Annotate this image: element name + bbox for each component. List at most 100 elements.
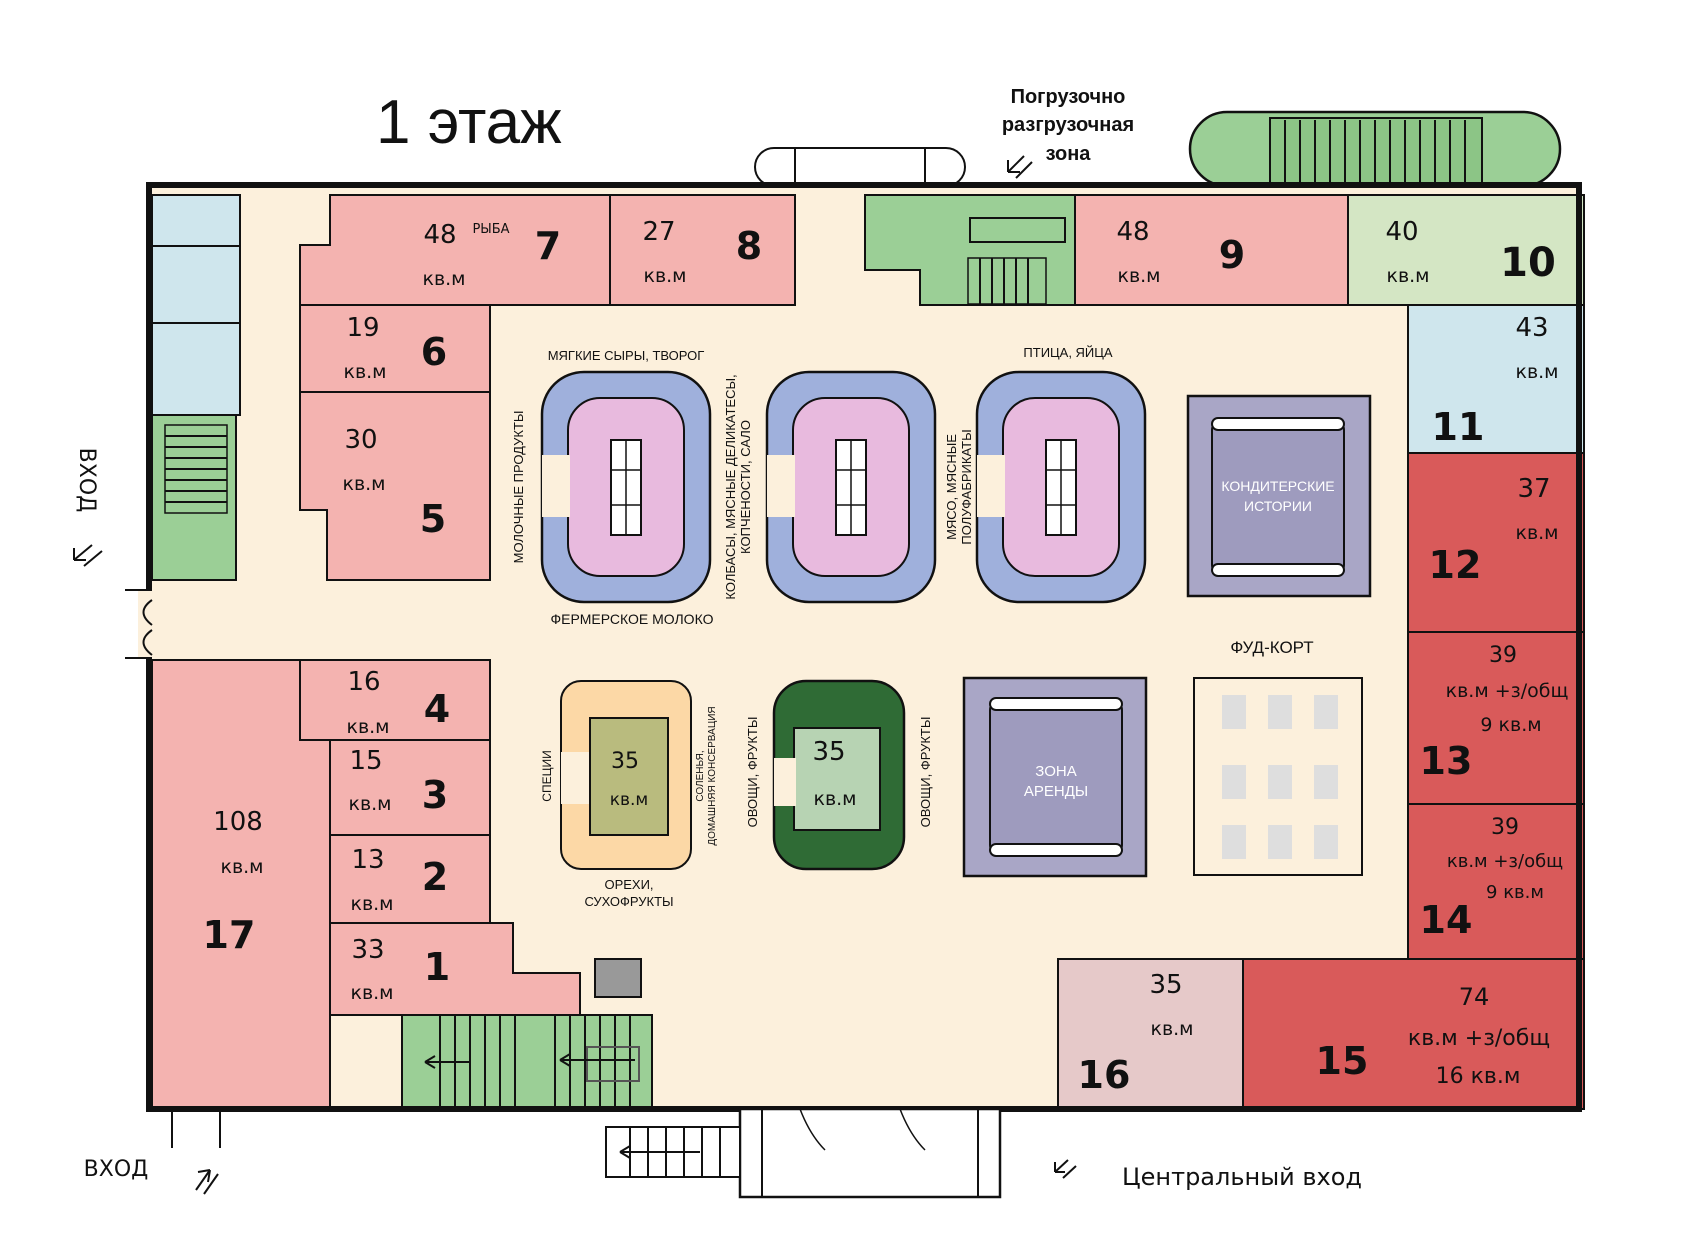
svg-text:КОПЧЕНОСТИ, САЛО: КОПЧЕНОСТИ, САЛО: [738, 420, 753, 554]
label-veg-left: ОВОЩИ, ФРУКТЫ: [745, 717, 760, 828]
unit-1-number: 1: [424, 945, 450, 989]
entrance-left-arrow-icon: [73, 544, 103, 567]
left-blue-block: [151, 194, 241, 416]
svg-text:ДОМАШНЯЯ КОНСЕРВАЦИЯ: ДОМАШНЯЯ КОНСЕРВАЦИЯ: [707, 706, 718, 845]
terrace-top-right: [1188, 110, 1562, 188]
unit-14[interactable]: [1407, 803, 1585, 960]
unit-6-area: 19: [346, 313, 379, 343]
utility-box: [594, 958, 642, 998]
unit-13-area: 39: [1489, 643, 1517, 668]
label-sausages: КОЛБАСЫ, МЯСНЫЕ ДЕЛИКАТЕСЫ, КОПЧЕНОСТИ, …: [723, 374, 753, 599]
unit-16-area: 35: [1149, 970, 1182, 1000]
unit-8[interactable]: [609, 194, 796, 306]
unit-6-number: 6: [421, 330, 447, 374]
label-nuts: ОРЕХИ, СУХОФРУКТЫ: [584, 877, 673, 909]
food-court[interactable]: [1193, 677, 1363, 876]
unit-12[interactable]: [1407, 452, 1585, 633]
unit-15-area: 74: [1459, 983, 1490, 1011]
entrance-central-arrow-icon: [1054, 1159, 1077, 1179]
unit-16-unit: кв.м: [1150, 1018, 1193, 1040]
stall-island-1[interactable]: [540, 370, 712, 604]
left-stairs-steps: [164, 424, 228, 514]
unit-9[interactable]: [1074, 194, 1349, 306]
rental-zone[interactable]: ЗОНА АРЕНДЫ: [962, 676, 1148, 878]
unit-2[interactable]: [329, 834, 491, 924]
unit-2-area: 13: [351, 845, 384, 875]
unit-17-number: 17: [203, 913, 256, 957]
unit-12-area: 37: [1517, 474, 1550, 504]
unit-5-unit: кв.м: [342, 473, 385, 495]
island-vegetables-area: 35: [812, 737, 845, 767]
unit-16[interactable]: [1057, 958, 1244, 1110]
unit-13[interactable]: [1407, 631, 1585, 805]
svg-text:АРЕНДЫ: АРЕНДЫ: [1024, 783, 1088, 800]
unit-6-unit: кв.м: [343, 361, 386, 383]
unit-7-unit: кв.м: [422, 268, 465, 290]
loading-zone-label: Погрузочно разгрузочная зона: [1002, 86, 1134, 165]
svg-text:СУХОФРУКТЫ: СУХОФРУКТЫ: [584, 894, 673, 909]
entrance-bottom-left-arrow-icon: [195, 1169, 219, 1195]
unit-3-number: 3: [422, 773, 448, 817]
unit-15-unit: кв.м +з/общ: [1408, 1026, 1550, 1051]
unit-3[interactable]: [329, 739, 491, 836]
unit-11-number: 11: [1432, 405, 1485, 449]
unit-8-number: 8: [736, 224, 762, 268]
unit-15[interactable]: [1242, 958, 1585, 1110]
unit-11-unit: кв.м: [1515, 361, 1558, 383]
unit-1-area: 33: [351, 935, 384, 965]
unit-1[interactable]: [329, 922, 581, 1016]
entrance-central-label: Центральный вход: [1122, 1163, 1362, 1191]
unit-4-area: 16: [347, 667, 380, 697]
unit-17-unit: кв.м: [220, 856, 263, 878]
loading-zone-arrow-icon: [1007, 155, 1033, 179]
entrance-left-label: ВХОД: [74, 448, 99, 513]
island-spices[interactable]: [560, 680, 692, 870]
unit-7-note: РЫБА: [472, 222, 509, 237]
unit-4-unit: кв.м: [346, 716, 389, 738]
unit-2-unit: кв.м: [350, 893, 393, 915]
confectionery-kiosk[interactable]: КОНДИТЕРСКИЕ ИСТОРИИ: [1186, 394, 1372, 598]
left-door-icon: [125, 589, 153, 659]
unit-7-number: 7: [535, 224, 561, 268]
svg-text:ИСТОРИИ: ИСТОРИИ: [1244, 498, 1312, 514]
island-vegetables[interactable]: [772, 679, 906, 871]
unit-5-area: 30: [344, 425, 377, 455]
unit-8-area: 27: [642, 217, 675, 247]
label-soft-cheese: МЯГКИЕ СЫРЫ, ТВОРОГ: [548, 348, 705, 363]
unit-12-unit: кв.м: [1515, 522, 1558, 544]
svg-text:Погрузочно: Погрузочно: [1011, 86, 1126, 108]
stall-island-2[interactable]: [765, 370, 937, 604]
unit-10-unit: кв.м: [1386, 265, 1429, 287]
unit-14-extra: 9 кв.м: [1486, 882, 1544, 903]
svg-text:МЯСО, МЯСНЫЕ: МЯСО, МЯСНЫЕ: [944, 434, 959, 540]
unit-14-number: 14: [1420, 898, 1473, 942]
unit-9-area: 48: [1116, 217, 1149, 247]
label-dairy: МОЛОЧНЫЕ ПРОДУКТЫ: [511, 411, 526, 564]
svg-text:ПОЛУФАБРИКАТЫ: ПОЛУФАБРИКАТЫ: [959, 429, 974, 544]
unit-8-unit: кв.м: [643, 265, 686, 287]
label-rental-zone: ЗОНА: [1035, 763, 1076, 780]
unit-11-area: 43: [1515, 313, 1548, 343]
label-pickles: СОЛЕНЬЯ, ДОМАШНЯЯ КОНСЕРВАЦИЯ: [695, 706, 718, 845]
unit-5[interactable]: [299, 391, 491, 581]
island-vegetables-unit: кв.м: [813, 788, 856, 810]
island-spices-unit: кв.м: [610, 790, 649, 810]
svg-text:ОРЕХИ,: ОРЕХИ,: [604, 877, 653, 892]
label-poultry: ПТИЦА, ЯЙЦА: [1023, 345, 1112, 360]
floor-title: 1 этаж: [376, 88, 562, 157]
unit-6[interactable]: [299, 304, 491, 393]
unit-10[interactable]: [1347, 194, 1585, 306]
unit-3-unit: кв.м: [348, 793, 391, 815]
unit-7-area: 48: [423, 220, 456, 250]
unit-11[interactable]: [1407, 304, 1585, 454]
label-spices: СПЕЦИИ: [540, 750, 554, 801]
entrance-bottom-left-label: ВХОД: [84, 1157, 149, 1182]
unit-12-number: 12: [1429, 543, 1482, 587]
unit-2-number: 2: [422, 855, 448, 899]
unit-5-number: 5: [420, 497, 446, 541]
unit-4[interactable]: [299, 659, 491, 741]
svg-text:разгрузочная: разгрузочная: [1002, 114, 1134, 136]
stall-island-3[interactable]: [975, 370, 1147, 604]
unit-3-area: 15: [349, 746, 382, 776]
